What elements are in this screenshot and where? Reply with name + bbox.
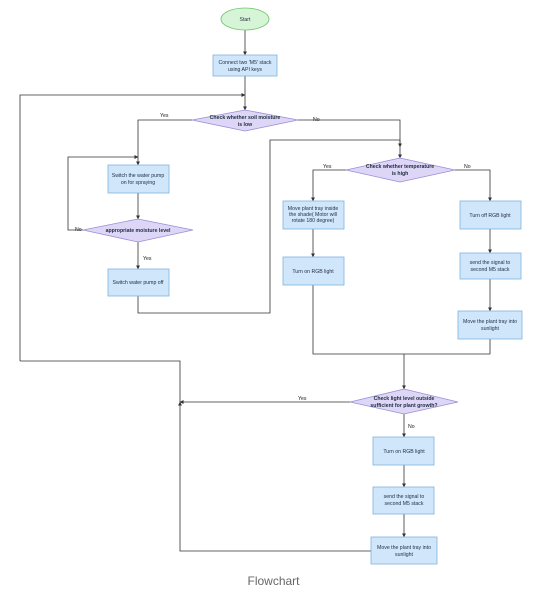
node-move-inside-line-2: rotate 180 degree) xyxy=(292,218,335,224)
edge-light-yes-return xyxy=(20,360,181,402)
label-light-yes: Yes xyxy=(298,396,307,402)
edge-labels: Yes No No Yes Yes No Yes No xyxy=(75,113,471,430)
edge-temp-yes xyxy=(311,169,346,202)
edge-rgb1-merge xyxy=(312,285,404,355)
label-soil-no: No xyxy=(313,117,320,123)
edge-soil-no xyxy=(298,119,402,148)
node-moisture-level-line-0: appropriate moisture level xyxy=(106,228,171,234)
figure-caption: Flowchart xyxy=(247,574,300,588)
node-check-temp: Check whether temperature is high xyxy=(345,157,456,183)
node-turn-off-rgb: Turn off RGB light xyxy=(459,200,522,230)
node-turn-on-rgb-2-line-0: Turn on RGB light xyxy=(383,449,425,455)
node-move-inside-line-0: Move plant tray inside xyxy=(288,206,339,212)
node-switch-pump-on-line-0: Switch the water pump xyxy=(112,173,165,179)
node-move-sunlight-2-line-0: Move the plant tray into xyxy=(377,545,431,551)
node-switch-pump-on-line-1: on for spraying xyxy=(121,180,155,186)
node-switch-pump-off: Switch water pump off xyxy=(107,268,170,297)
edge-moisture-no xyxy=(67,155,139,231)
node-check-temp-line-0: Check whether temperature xyxy=(366,164,434,170)
label-temp-no: No xyxy=(464,164,471,170)
node-send-signal-2: send the signal to second M5 stack xyxy=(372,486,435,515)
node-move-inside-line-1: the shade( Motor will xyxy=(289,212,337,218)
node-turn-off-rgb-line-0: Turn off RGB light xyxy=(469,213,511,219)
node-switch-pump-off-line-0: Switch water pump off xyxy=(113,280,164,286)
node-connect-line-1: using API keys xyxy=(228,67,262,73)
node-connect-line-0: Connect two 'M5' stack xyxy=(218,60,271,66)
node-start: Start xyxy=(220,7,270,31)
node-check-light: Check light level outside sufficient for… xyxy=(349,388,459,415)
node-turn-on-rgb-2: Turn on RGB light xyxy=(372,436,435,466)
label-moisture-no: No xyxy=(75,227,82,233)
node-send-signal-1-line-0: send the signal to xyxy=(470,260,511,266)
node-check-soil-line-1: is low xyxy=(238,122,253,128)
node-move-inside: Move plant tray inside the shade( Motor … xyxy=(282,200,345,230)
node-move-sunlight-1: Move the plant tray into sunlight xyxy=(457,310,523,340)
edge-sunlight1-merge xyxy=(404,339,491,355)
label-moisture-yes: Yes xyxy=(143,256,152,262)
label-soil-yes: Yes xyxy=(160,113,169,119)
node-check-temp-line-1: is high xyxy=(392,171,409,177)
node-move-sunlight-1-line-0: Move the plant tray into xyxy=(463,319,517,325)
node-turn-on-rgb-1-line-0: Turn on RGB light xyxy=(292,269,334,275)
label-temp-yes: Yes xyxy=(323,164,332,170)
node-switch-pump-on: Switch the water pump on for spraying xyxy=(107,164,170,194)
node-check-soil-line-0: Check whether soil moisture xyxy=(210,115,281,121)
edge-soil-yes xyxy=(136,119,192,166)
edge-pump-off-to-temp xyxy=(137,139,402,314)
node-turn-on-rgb-1: Turn on RGB light xyxy=(282,256,345,286)
node-send-signal-2-line-0: send the signal to xyxy=(384,494,425,500)
edge-sunlight2-return xyxy=(178,401,371,552)
node-send-signal-1: send the signal to second M5 stack xyxy=(459,252,522,280)
node-moisture-level: appropriate moisture level xyxy=(82,218,194,243)
edge-temp-no xyxy=(455,169,492,202)
node-send-signal-2-line-1: second M5 stack xyxy=(385,501,424,507)
node-check-soil: Check whether soil moisture is low xyxy=(191,109,299,132)
node-move-sunlight-2-line-1: sunlight xyxy=(395,552,413,558)
edge-return-to-soil xyxy=(19,93,246,361)
node-connect: Connect two 'M5' stack using API keys xyxy=(212,54,278,77)
node-send-signal-1-line-1: second M5 stack xyxy=(471,267,510,273)
node-move-sunlight-2: Move the plant tray into sunlight xyxy=(370,536,438,565)
connectors xyxy=(19,30,492,552)
node-check-light-line-1: sufficient for plant growth? xyxy=(370,403,437,409)
node-move-sunlight-1-line-1: sunlight xyxy=(481,326,499,332)
node-check-light-line-0: Check light level outside xyxy=(374,396,435,402)
node-start-line-0: Start xyxy=(240,17,252,23)
label-light-no: No xyxy=(408,424,415,430)
